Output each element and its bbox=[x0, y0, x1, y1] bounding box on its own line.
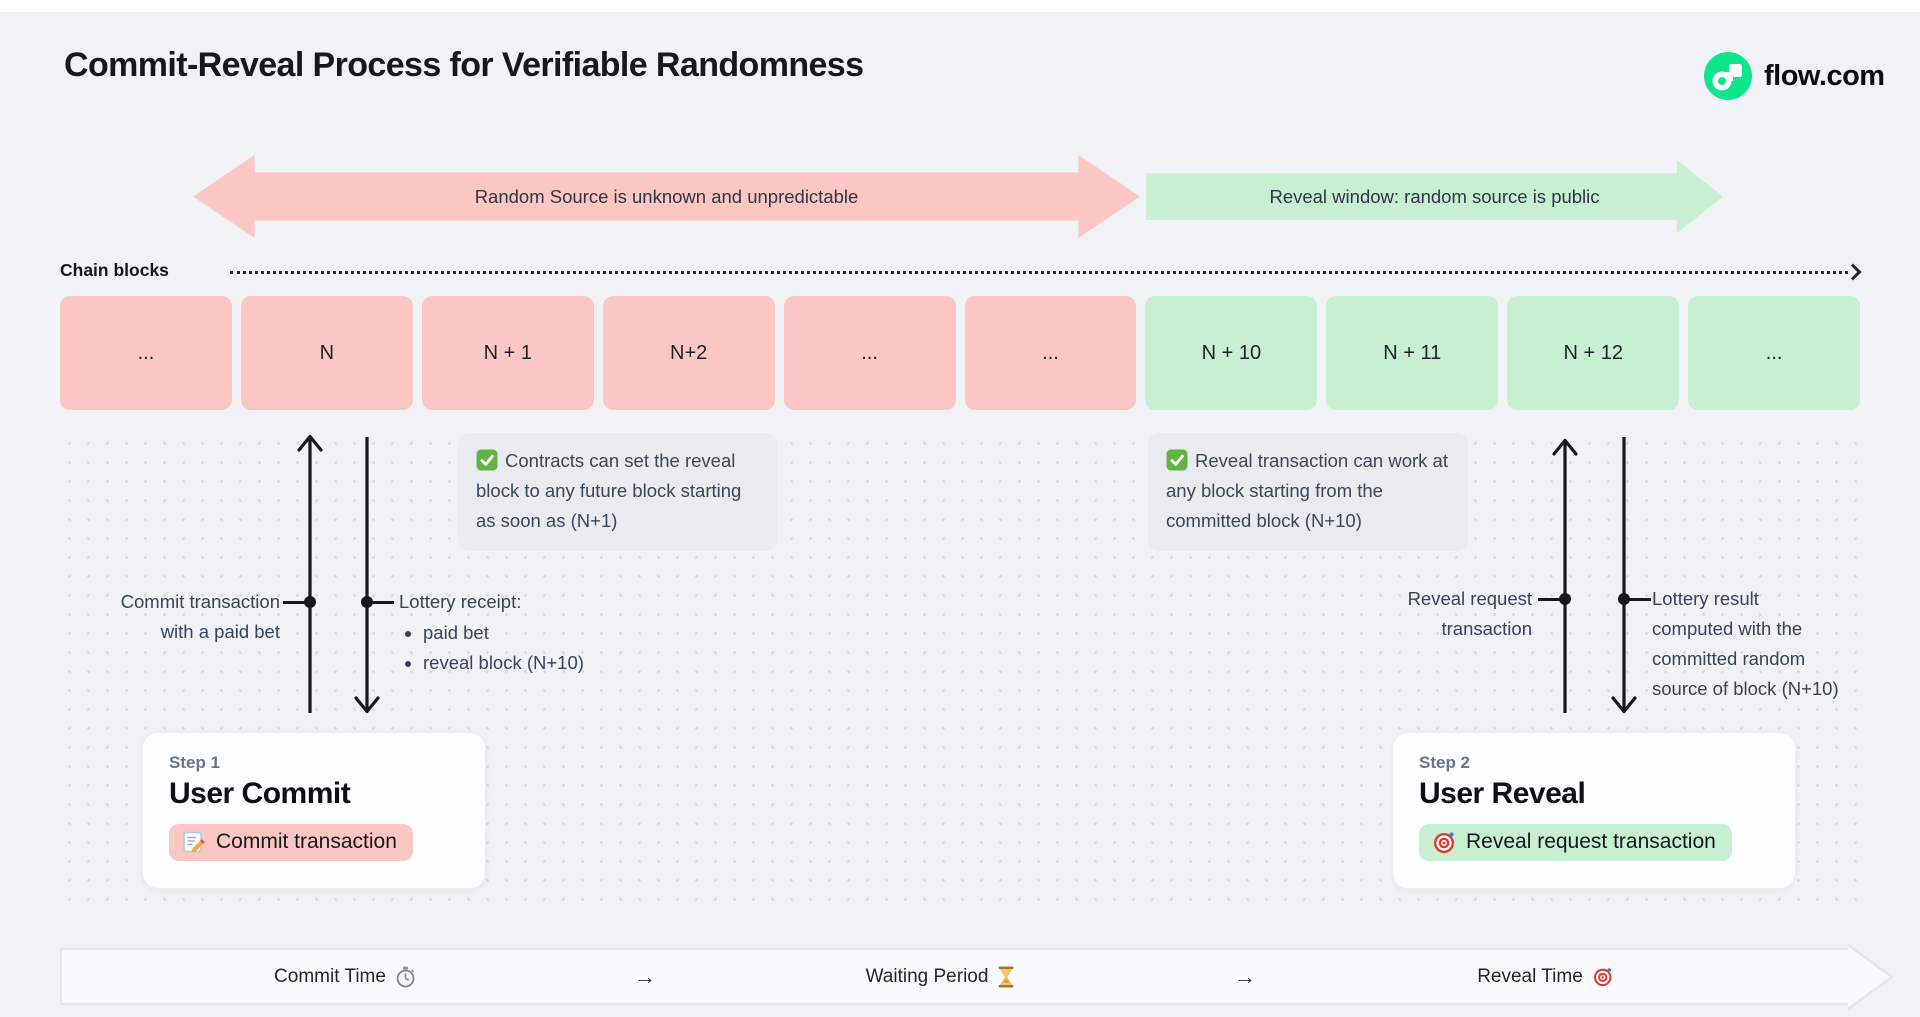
timeline-commit-time-label: Commit Time bbox=[274, 965, 386, 987]
reveal-request-line1: Reveal request bbox=[1407, 588, 1532, 609]
timeline-bar bbox=[60, 948, 1848, 1005]
chain-block-label: N bbox=[319, 341, 335, 364]
reveal-label-connector bbox=[1538, 598, 1562, 601]
chain-blocks-label: Chain blocks bbox=[60, 260, 169, 280]
timeline-arrow-1: → bbox=[634, 948, 656, 1005]
chain-block: ... bbox=[964, 296, 1137, 410]
chain-block-label: N + 1 bbox=[483, 341, 532, 364]
lottery-receipt-list: paid bet reveal block (N+10) bbox=[399, 618, 659, 678]
note-reveal-window-text: Reveal transaction can work at any block… bbox=[1166, 450, 1448, 531]
timeline-waiting-period-label: Waiting Period bbox=[865, 965, 989, 987]
timeline-arrow-glyph: → bbox=[1234, 963, 1256, 989]
chain-block: ... bbox=[1688, 296, 1861, 410]
chain-block-label: N + 10 bbox=[1201, 341, 1262, 364]
page-title: Commit-Reveal Process for Verifiable Ran… bbox=[64, 46, 864, 84]
target-icon bbox=[1593, 968, 1612, 987]
reveal-up-arrow bbox=[1552, 438, 1578, 713]
step1-label: Step 1 bbox=[169, 753, 221, 772]
stopwatch-icon bbox=[396, 966, 415, 987]
chain-blocks-row: ... N N + 1 N+2 ... ... N + 10 N + 11 N … bbox=[60, 296, 1861, 410]
lottery-receipt-item: reveal block (N+10) bbox=[423, 648, 659, 678]
hourglass-icon bbox=[998, 966, 1014, 987]
note-reveal-window: Reveal transaction can work at any block… bbox=[1148, 433, 1468, 551]
check-icon bbox=[1166, 449, 1188, 471]
chain-block: ... bbox=[60, 296, 232, 410]
timeline-arrow-glyph: → bbox=[634, 963, 656, 989]
chain-line-arrowhead-icon bbox=[1844, 263, 1862, 281]
lottery-result-label: Lottery result computed with the committ… bbox=[1652, 584, 1872, 704]
timeline-arrow-2: → bbox=[1234, 948, 1256, 1005]
reveal-request-button-label: Reveal request transaction bbox=[1466, 830, 1716, 853]
timeline-arrowhead-icon bbox=[1847, 944, 1895, 1010]
lottery-result-line: computed with the bbox=[1652, 618, 1803, 639]
commit-transaction-button-label: Commit transaction bbox=[216, 830, 397, 853]
chain-block-label: ... bbox=[861, 341, 878, 364]
chain-block-label: ... bbox=[1042, 341, 1059, 364]
timeline-reveal-time: Reveal Time bbox=[1477, 948, 1613, 1005]
chain-block-label: N + 11 bbox=[1383, 341, 1442, 364]
chain-block: N + 1 bbox=[421, 296, 594, 410]
timeline-reveal-time-label: Reveal Time bbox=[1477, 965, 1583, 987]
brand-name: flow.com bbox=[1764, 59, 1885, 92]
chain-block: N + 10 bbox=[1145, 296, 1318, 410]
lottery-result-line: Lottery result bbox=[1652, 588, 1759, 609]
timeline-commit-time: Commit Time bbox=[274, 948, 416, 1005]
reveal-request-label: Reveal request transaction bbox=[1320, 584, 1532, 644]
note-commit-window: Contracts can set the reveal block to an… bbox=[458, 433, 778, 551]
brand-logo: flow.com bbox=[1704, 52, 1885, 100]
commit-transaction-label: Commit transaction with a paid bet bbox=[66, 587, 280, 647]
receipt-label-connector bbox=[370, 601, 394, 604]
chain-dotted-line bbox=[230, 271, 1848, 274]
commit-transaction-line2: with a paid bet bbox=[160, 621, 280, 642]
chain-block: N bbox=[240, 296, 413, 410]
flow-logo-icon bbox=[1704, 52, 1752, 100]
commit-label-connector bbox=[283, 601, 307, 604]
commit-up-arrow bbox=[297, 434, 323, 713]
chain-block-label: N + 12 bbox=[1563, 341, 1623, 364]
commit-transaction-line1: Commit transaction bbox=[120, 591, 280, 612]
unpredictable-phase-label: Random Source is unknown and unpredictab… bbox=[474, 185, 859, 207]
step2-label: Step 2 bbox=[1419, 753, 1471, 772]
check-icon bbox=[476, 449, 498, 471]
reveal-window-phase-arrow: Reveal window: random source is public bbox=[1146, 160, 1723, 233]
reveal-request-button[interactable]: Reveal request transaction bbox=[1419, 824, 1732, 861]
step2-title: User Reveal bbox=[1419, 777, 1586, 810]
chain-block-label: N+2 bbox=[670, 341, 708, 364]
chain-block: N + 12 bbox=[1507, 296, 1680, 410]
chain-block-label: ... bbox=[137, 341, 155, 364]
reveal-window-phase-label: Reveal window: random source is public bbox=[1269, 185, 1600, 207]
commit-transaction-button[interactable]: Commit transaction bbox=[169, 824, 413, 861]
chain-block: ... bbox=[783, 296, 956, 410]
lottery-result-line: source of block (N+10) bbox=[1652, 678, 1839, 699]
memo-icon bbox=[183, 831, 205, 853]
chain-block: N+2 bbox=[602, 296, 775, 410]
step2-card: Step 2 User Reveal Reveal request transa… bbox=[1392, 732, 1796, 889]
unpredictable-phase-arrow: Random Source is unknown and unpredictab… bbox=[193, 155, 1140, 238]
lottery-receipt-item: paid bet bbox=[423, 618, 659, 648]
receipt-down-arrow bbox=[354, 437, 380, 714]
lottery-receipt-title: Lottery receipt: bbox=[399, 591, 522, 612]
step1-card: Step 1 User Commit Commit transaction bbox=[142, 732, 486, 889]
chain-block-label: ... bbox=[1765, 341, 1783, 364]
result-label-connector bbox=[1627, 598, 1651, 601]
note-commit-window-text: Contracts can set the reveal block to an… bbox=[476, 450, 742, 531]
chain-block: N + 11 bbox=[1326, 296, 1499, 410]
lottery-result-line: committed random bbox=[1652, 648, 1806, 669]
step1-title: User Commit bbox=[169, 777, 351, 810]
timeline-waiting-period: Waiting Period bbox=[866, 948, 1015, 1005]
lottery-receipt-label: Lottery receipt: paid bet reveal block (… bbox=[399, 587, 659, 678]
target-icon bbox=[1434, 832, 1454, 853]
reveal-request-line2: transaction bbox=[1441, 618, 1533, 639]
result-down-arrow bbox=[1611, 437, 1637, 714]
